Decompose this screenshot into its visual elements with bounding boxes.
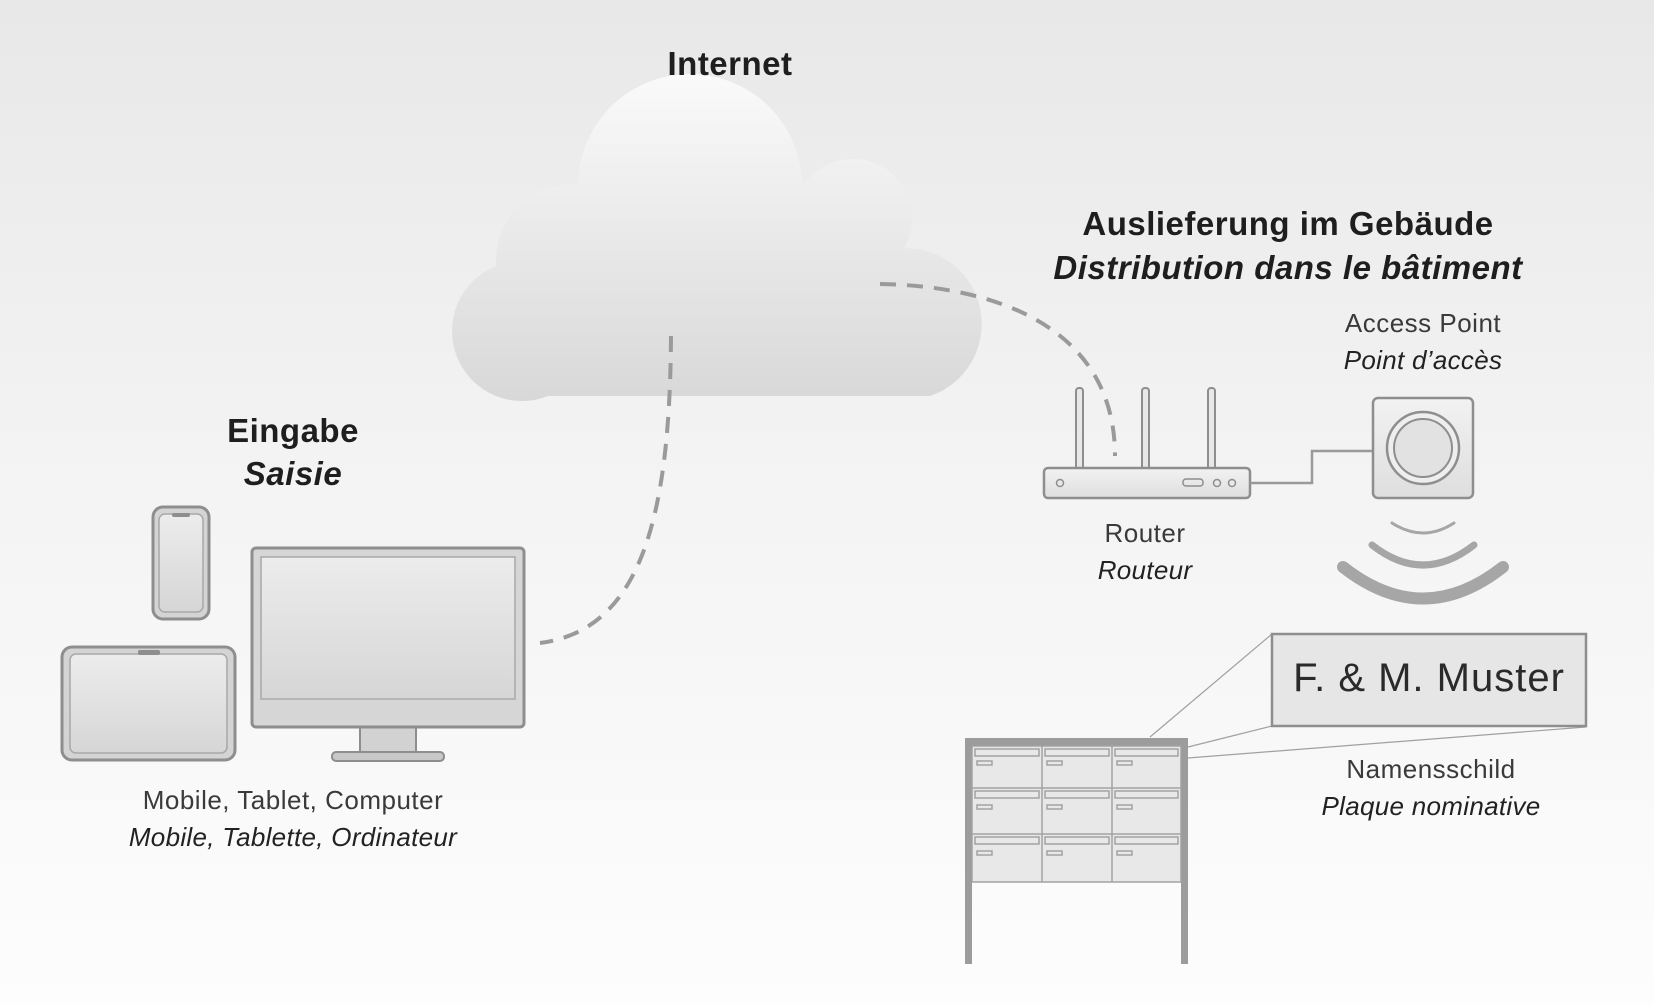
cloud-to-router-connection [879, 282, 1117, 457]
smartphone-icon [151, 505, 211, 621]
monitor-icon [250, 546, 526, 762]
access-point-label-fr: Point d’accès [1343, 345, 1503, 375]
input-title-de: Eingabe [227, 412, 359, 449]
nameplate-label-fr: Plaque nominative [1321, 791, 1541, 821]
input-title-fr: Saisie [243, 455, 343, 492]
devices-label-de: Mobile, Tablet, Computer [142, 785, 444, 815]
access-point-icon [1371, 396, 1475, 500]
cloud-icon [452, 74, 982, 401]
nameplate-text: F. & M. Muster [1293, 655, 1565, 700]
router-icon [1042, 387, 1252, 500]
router-label-fr: Routeur [1097, 555, 1193, 585]
router-label-de: Router [1104, 518, 1186, 548]
internet-title: Internet [667, 45, 793, 82]
access-point-label-de: Access Point [1344, 308, 1502, 338]
router-to-access-point-cable [1250, 449, 1374, 485]
nameplate-leader-lines [1149, 633, 1587, 759]
cloud-to-devices-connection [539, 335, 673, 645]
nameplate-box [1270, 632, 1588, 728]
tablet-icon [60, 645, 237, 762]
devices-label-fr: Mobile, Tablette, Ordinateur [128, 822, 458, 852]
distribution-title-de: Auslieferung im Gebäude [1082, 205, 1494, 242]
distribution-title-fr: Distribution dans le bâtiment [1053, 249, 1523, 286]
wifi-signal-icon [1337, 521, 1509, 605]
mailbox-icon [965, 738, 1188, 964]
nameplate-label-de: Namensschild [1346, 754, 1516, 784]
